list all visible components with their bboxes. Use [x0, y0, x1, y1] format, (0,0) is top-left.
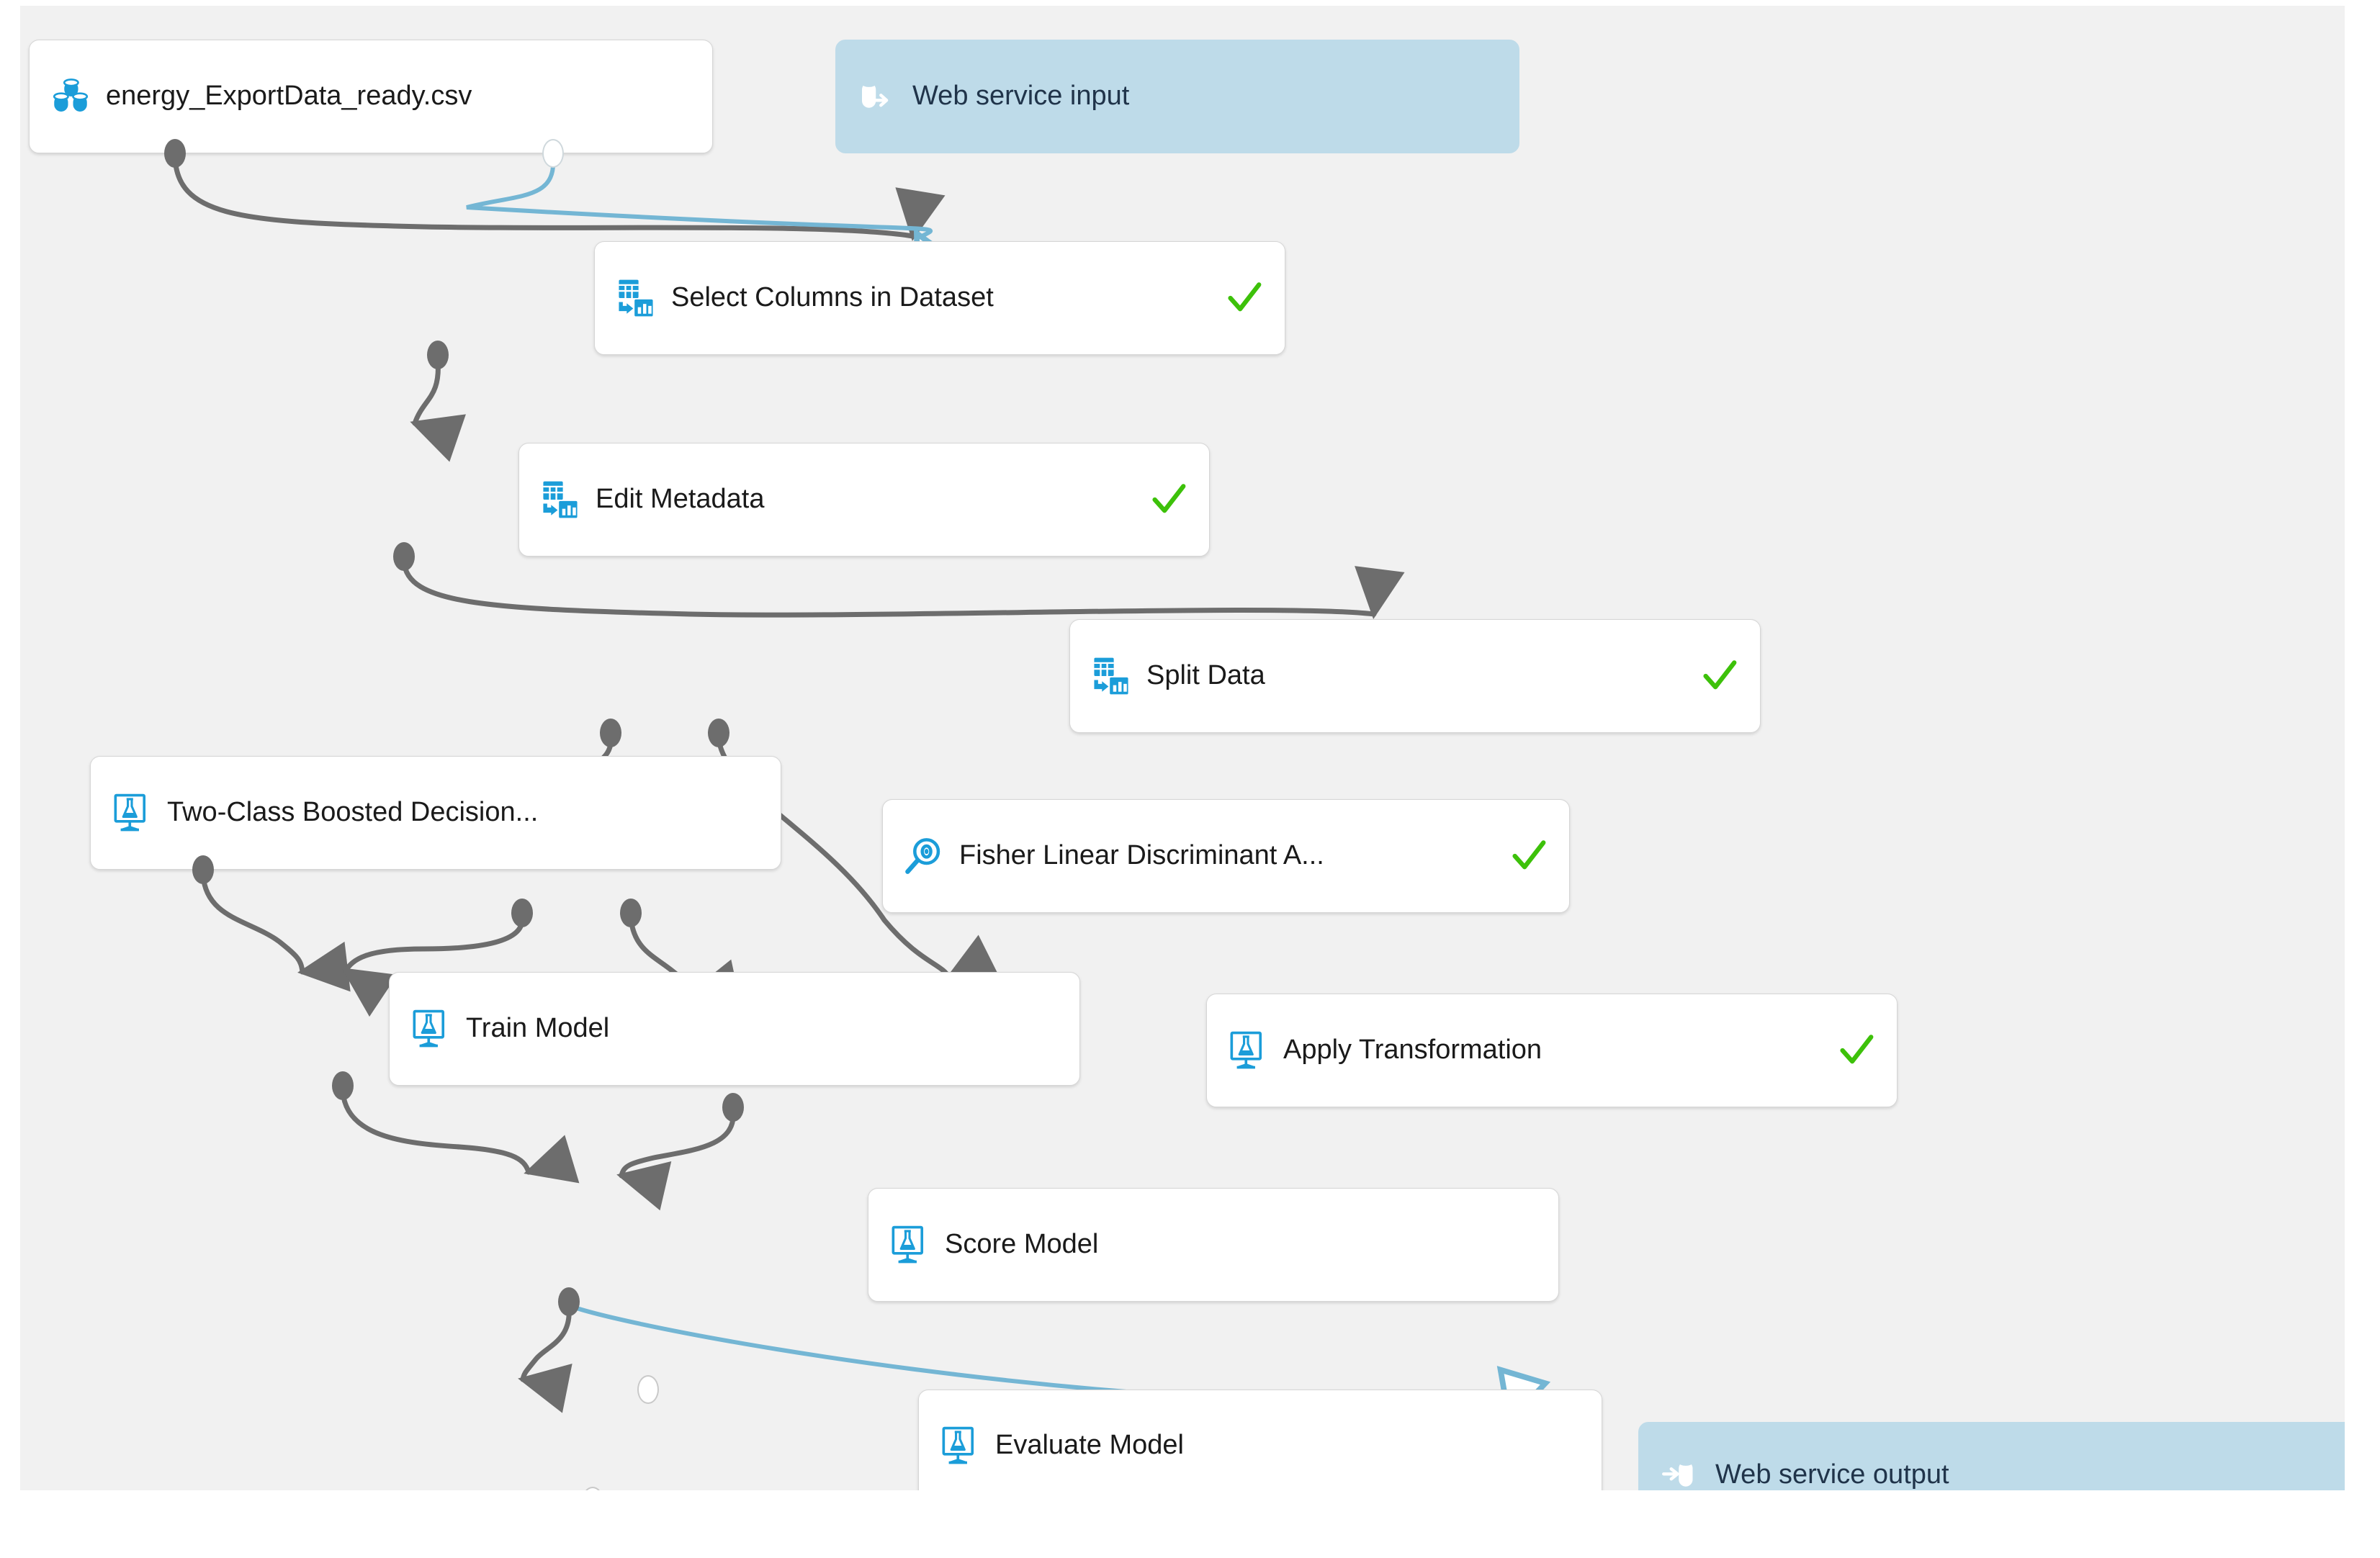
port-output-score-model[interactable]	[558, 1287, 580, 1316]
status-check-icon	[1698, 654, 1741, 698]
module-node-label: Evaluate Model	[995, 1430, 1184, 1460]
data-transform-icon	[614, 276, 658, 320]
module-node-label: Edit Metadata	[596, 485, 765, 515]
module-node-select-columns[interactable]: Select Columns in Dataset	[594, 241, 1285, 355]
edge-apply-transformation-to-score-model	[616, 1109, 736, 1211]
edge-fisher-to-train-model	[341, 915, 525, 1017]
machine-learning-flask-icon	[938, 1423, 982, 1468]
module-node-apply-transformation[interactable]: Apply Transformation	[1206, 994, 1898, 1107]
module-node-web-service-input[interactable]: Web service input	[835, 40, 1519, 153]
edge-edit-metadata-to-split-data	[401, 559, 1405, 619]
port-output-select-columns[interactable]	[427, 341, 449, 369]
status-check-icon	[1835, 1029, 1878, 1072]
status-check-icon	[1223, 276, 1266, 320]
machine-learning-flask-icon	[1226, 1028, 1270, 1073]
port-input-evaluate-model[interactable]	[637, 1375, 659, 1404]
experiment-canvas[interactable]: energy_ExportData_ready.csv Web service …	[20, 6, 2345, 1490]
feature-selection-magnifier-icon	[902, 834, 946, 878]
module-node-split-data[interactable]: Split Data	[1069, 619, 1761, 733]
module-node-evaluate-model[interactable]: Evaluate Model	[918, 1390, 1602, 1490]
edge-boosted-to-train-model	[200, 872, 351, 992]
edge-dataset-to-select-columns	[172, 154, 946, 241]
port-output-fisher-linear-discriminant[interactable]	[511, 899, 533, 927]
edge-train-model-to-score-model	[340, 1088, 580, 1184]
module-node-two-class-boosted-decision[interactable]: Two-Class Boosted Decision...	[90, 756, 781, 870]
module-node-label: Train Model	[466, 1014, 610, 1044]
status-check-icon	[1507, 834, 1550, 878]
dataset-cylinders-icon	[48, 74, 93, 119]
port-output-fisher-linear-discriminant[interactable]	[620, 899, 642, 927]
module-node-edit-metadata[interactable]: Edit Metadata	[518, 443, 1210, 557]
port-output-apply-transformation[interactable]	[722, 1093, 744, 1122]
web-service-output-icon	[1658, 1453, 1702, 1490]
port-output-train-model[interactable]	[332, 1071, 354, 1100]
machine-learning-flask-icon	[408, 1007, 453, 1051]
module-node-label: Two-Class Boosted Decision...	[167, 798, 539, 828]
status-check-icon	[1147, 478, 1190, 521]
data-transform-icon	[538, 477, 583, 522]
port-output-split-data[interactable]	[600, 719, 621, 747]
module-node-fisher-linear-discriminant[interactable]: Fisher Linear Discriminant A...	[882, 799, 1570, 913]
module-node-label: Score Model	[945, 1230, 1099, 1260]
edge-score-model-to-evaluate-model	[518, 1304, 572, 1413]
module-node-label: Apply Transformation	[1283, 1035, 1542, 1066]
module-node-label: Fisher Linear Discriminant A...	[959, 841, 1324, 871]
module-node-web-service-output[interactable]: Web service output	[1638, 1422, 2345, 1490]
module-node-dataset[interactable]: energy_ExportData_ready.csv	[29, 40, 713, 153]
machine-learning-flask-icon	[887, 1222, 932, 1267]
machine-learning-flask-icon	[109, 791, 154, 835]
module-node-train-model[interactable]: Train Model	[389, 972, 1080, 1086]
port-output-split-data[interactable]	[708, 719, 729, 747]
module-node-label: Split Data	[1146, 661, 1265, 691]
port-output-dataset[interactable]	[164, 139, 186, 168]
port-output-evaluate-model[interactable]	[582, 1487, 603, 1490]
module-node-label: Web service input	[912, 81, 1130, 112]
port-output-web-service-input[interactable]	[542, 139, 564, 168]
module-node-label: Select Columns in Dataset	[671, 283, 994, 313]
data-transform-icon	[1089, 654, 1133, 698]
edge-web-service-input-to-select-columns	[466, 156, 930, 238]
port-output-two-class-boosted-decision[interactable]	[192, 855, 214, 884]
module-node-score-model[interactable]: Score Model	[868, 1188, 1559, 1302]
edge-select-columns-to-edit-metadata	[410, 357, 466, 462]
module-node-label: Web service output	[1715, 1460, 1949, 1490]
web-service-input-icon	[855, 74, 899, 119]
module-node-label: energy_ExportData_ready.csv	[106, 81, 472, 112]
port-output-edit-metadata[interactable]	[393, 542, 415, 571]
